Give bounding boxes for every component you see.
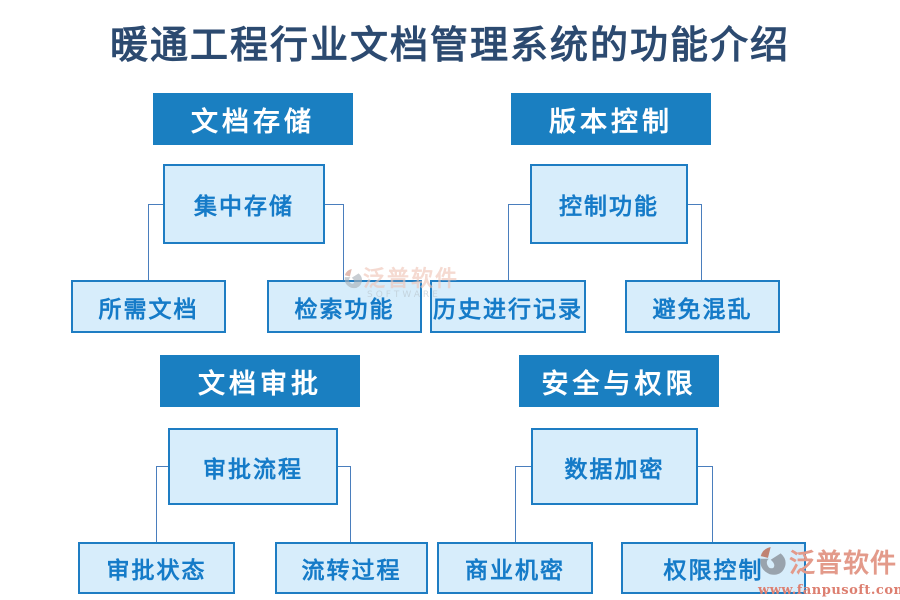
node-history-records: 历史进行记录 [430, 280, 586, 333]
header-document-storage: 文档存储 [153, 93, 353, 145]
connector-left [515, 466, 531, 542]
header-version-control: 版本控制 [511, 93, 711, 145]
header-document-approval: 文档审批 [160, 355, 360, 407]
node-required-documents: 所需文档 [71, 280, 226, 333]
node-approval-process: 审批流程 [168, 428, 338, 505]
fanpu-url: www.fanpusoft.com [758, 583, 900, 598]
connector-left [156, 466, 168, 542]
node-approval-status: 审批状态 [78, 542, 235, 594]
connector-right [338, 466, 351, 542]
node-search-function: 检索功能 [267, 280, 422, 333]
fanpu-brand-text: 泛普软件 [789, 548, 898, 579]
page-title: 暖通工程行业文档管理系统的功能介绍 [109, 22, 790, 67]
connector-right [698, 466, 713, 542]
node-data-encryption: 数据加密 [531, 428, 698, 505]
node-control-function: 控制功能 [530, 164, 688, 244]
fanpu-logo-icon [758, 546, 787, 581]
header-security-permissions: 安全与权限 [519, 355, 719, 407]
node-avoid-confusion: 避免混乱 [625, 280, 780, 333]
fanpu-logo: 泛普软件 www.fanpusoft.com [758, 546, 900, 598]
node-centralized-storage: 集中存储 [163, 164, 325, 244]
node-business-secrets: 商业机密 [437, 542, 593, 594]
connector-right [688, 204, 702, 280]
connector-left [508, 204, 530, 280]
node-circulation-process: 流转过程 [275, 542, 428, 594]
connector-left [148, 204, 163, 280]
connector-right [325, 204, 344, 280]
